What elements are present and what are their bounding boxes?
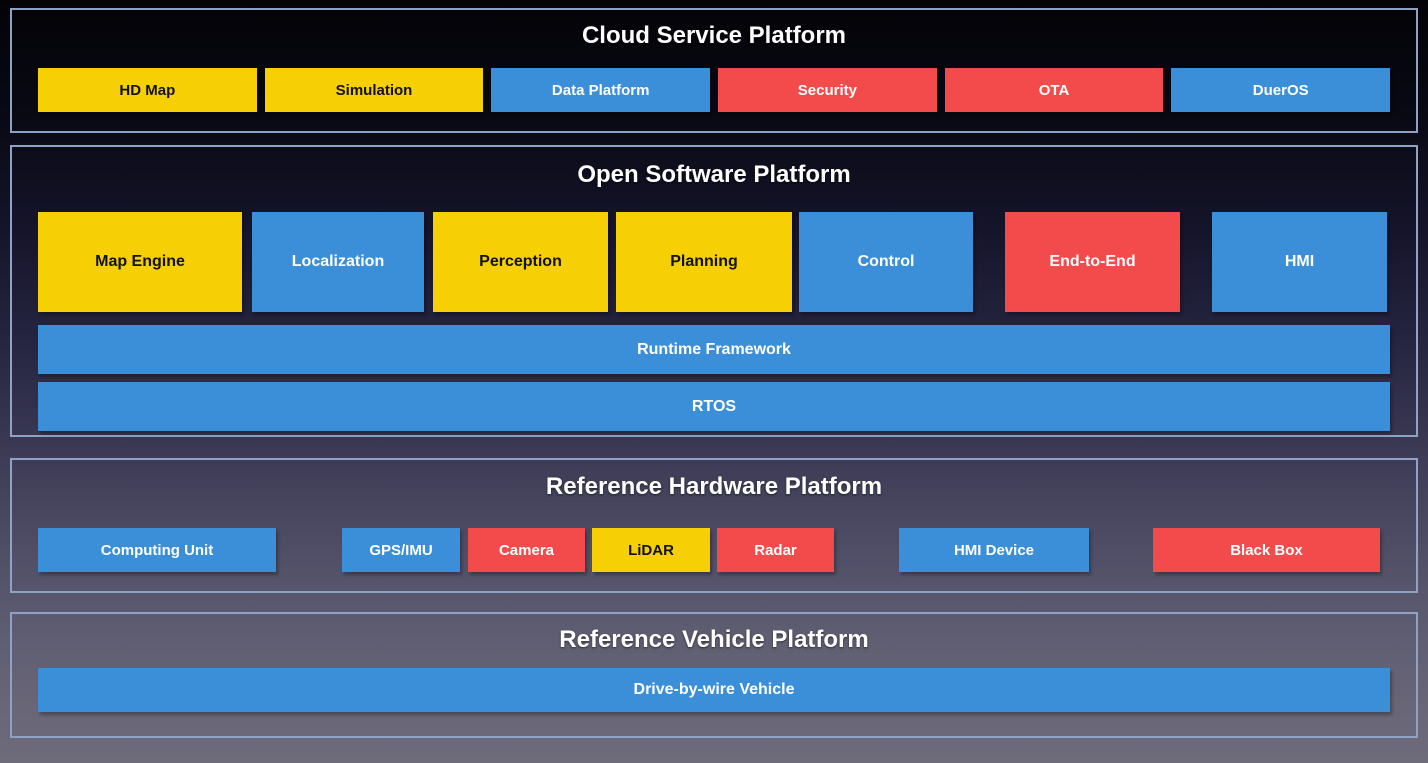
- hardware-boxes-row: Computing Unit GPS/IMU Camera LiDAR Rada…: [38, 528, 1390, 572]
- box-ota: OTA: [944, 68, 1164, 112]
- bar-drive-by-wire-vehicle: Drive-by-wire Vehicle: [38, 668, 1390, 712]
- box-radar: Radar: [717, 528, 834, 572]
- hardware-platform-title: Reference Hardware Platform: [545, 473, 883, 500]
- software-modules-row: Map Engine Localization Perception Plann…: [38, 212, 1390, 312]
- section-reference-hardware-platform: Reference Hardware Platform Computing Un…: [10, 458, 1418, 593]
- cloud-platform-title: Cloud Service Platform: [581, 22, 847, 49]
- bar-rtos: RTOS: [38, 382, 1390, 431]
- box-camera: Camera: [468, 528, 585, 572]
- section-reference-vehicle-platform: Reference Vehicle Platform Drive-by-wire…: [10, 612, 1418, 738]
- box-end-to-end: End-to-End: [1005, 212, 1180, 312]
- box-localization: Localization: [252, 212, 424, 312]
- box-data-platform: Data Platform: [491, 68, 711, 112]
- bar-runtime-framework: Runtime Framework: [38, 325, 1390, 374]
- vehicle-platform-title: Reference Vehicle Platform: [559, 626, 869, 653]
- box-simulation: Simulation: [264, 68, 484, 112]
- box-computing-unit: Computing Unit: [38, 528, 276, 572]
- cloud-boxes-row: HD Map Simulation Data Platform Security…: [38, 68, 1391, 112]
- box-hd-map: HD Map: [38, 68, 257, 112]
- box-black-box: Black Box: [1153, 528, 1380, 572]
- box-dueros: DuerOS: [1171, 68, 1391, 112]
- box-perception: Perception: [433, 212, 608, 312]
- section-cloud-service-platform: Cloud Service Platform HD Map Simulation…: [10, 8, 1418, 133]
- box-planning: Planning: [616, 212, 792, 312]
- box-lidar: LiDAR: [592, 528, 710, 572]
- box-hmi: HMI: [1212, 212, 1387, 312]
- box-map-engine: Map Engine: [38, 212, 242, 312]
- box-security: Security: [718, 68, 937, 112]
- box-hmi-device: HMI Device: [899, 528, 1089, 572]
- box-control: Control: [799, 212, 973, 312]
- software-platform-title: Open Software Platform: [577, 161, 851, 188]
- box-gps-imu: GPS/IMU: [342, 528, 460, 572]
- section-open-software-platform: Open Software Platform Map Engine Locali…: [10, 145, 1418, 437]
